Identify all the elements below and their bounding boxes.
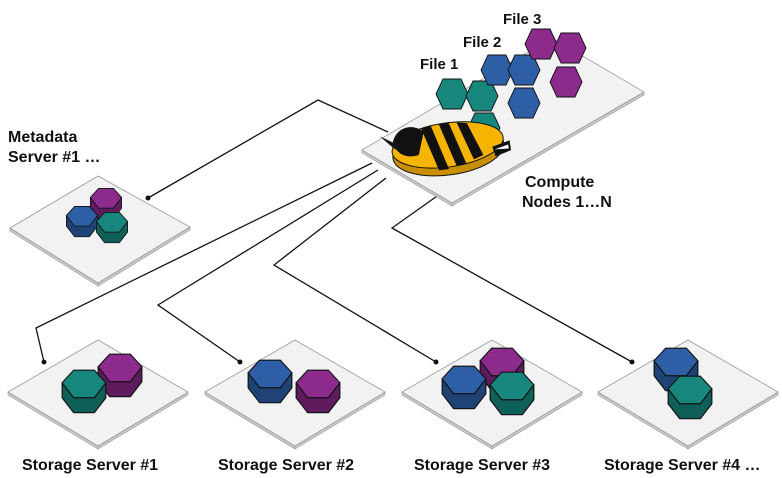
dot-storage-4 xyxy=(629,359,635,365)
storage-server-3 xyxy=(401,339,583,450)
storage-server-2-label: Storage Server #2 xyxy=(218,457,355,474)
dot-storage-1 xyxy=(41,359,47,365)
storage-server-4 xyxy=(597,339,779,450)
dot-storage-3 xyxy=(433,359,439,365)
compute-label-line-2: Nodes 1…N xyxy=(522,194,612,211)
connection-lines xyxy=(35,99,635,365)
wire-storage-3 xyxy=(272,177,437,363)
dot-metadata xyxy=(145,195,151,201)
metadata-label-line-1: Metadata xyxy=(8,129,78,146)
file-1-label: File 1 xyxy=(420,56,459,73)
storage-server-2 xyxy=(204,339,386,450)
dot-storage-2 xyxy=(237,359,243,365)
file-2-label: File 2 xyxy=(463,34,502,51)
wire-storage-4 xyxy=(390,193,633,363)
storage-server-1-label: Storage Server #1 xyxy=(22,457,159,474)
file-3-label: File 3 xyxy=(503,11,542,28)
compute-label-line-1: Compute xyxy=(525,174,595,191)
bee-mascot-icon xyxy=(379,121,511,177)
wire-storage-1 xyxy=(35,162,373,363)
wire-metadata xyxy=(147,99,389,199)
metadata-platform xyxy=(9,175,191,287)
storage-server-4-label: Storage Server #4 … xyxy=(604,457,761,474)
storage-server-3-label: Storage Server #3 xyxy=(414,457,551,474)
wire-storage-2 xyxy=(156,169,379,363)
storage-server-1 xyxy=(7,339,189,450)
metadata-label-line-2: Server #1 … xyxy=(8,149,101,166)
